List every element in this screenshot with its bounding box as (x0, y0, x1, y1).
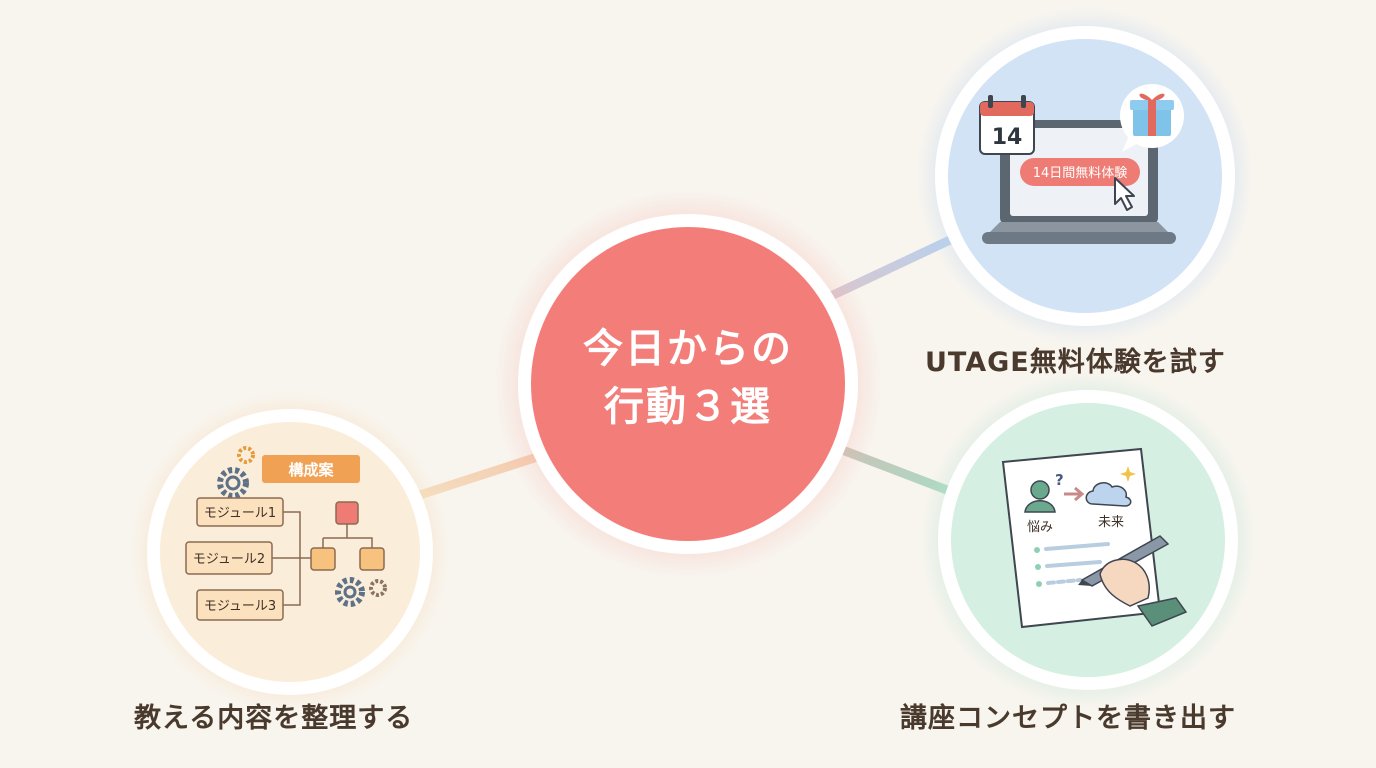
cursor-icon (1114, 177, 1135, 211)
node-write-concept: ? 悩み 未来 (938, 390, 1238, 690)
module-3-label: モジュール3 (204, 599, 276, 614)
gear-icon (217, 446, 255, 499)
module-1-label: モジュール1 (204, 506, 276, 521)
calendar-day: 14 (992, 125, 1023, 150)
calendar-icon (979, 95, 1035, 155)
trial-button (1020, 158, 1140, 186)
future-label: 未来 (1098, 515, 1124, 530)
center-title-line-1: 今日からの (583, 326, 793, 372)
gear-icon-small (335, 577, 387, 607)
plan-tag-label: 構成案 (288, 461, 334, 479)
person-icon (1024, 480, 1056, 513)
caption-utage-trial: UTAGE無料体験を試す (925, 347, 1226, 378)
sparkle-icon (1120, 466, 1136, 482)
node-organize-content: 構成案 モジュール1 モジュール2 モジュール3 (147, 409, 433, 695)
flowchart-icon (185, 497, 385, 621)
worry-label: 悩み (1027, 520, 1053, 535)
center-node (518, 214, 858, 554)
text-lines (1034, 542, 1110, 587)
plan-tag (262, 455, 360, 483)
pen-hand-icon (1078, 535, 1188, 627)
module-2-label: モジュール2 (193, 552, 265, 567)
center-title: 今日からの 行動３選 (538, 320, 838, 436)
gift-icon (1120, 84, 1184, 152)
caption-write-concept: 講座コンセプトを書き出す (900, 703, 1236, 734)
node-utage-trial: 14日間無料体験 14 (935, 26, 1235, 326)
question-mark: ? (1055, 471, 1064, 489)
cloud-icon (1085, 482, 1132, 507)
caption-organize-content: 教える内容を整理する (134, 703, 414, 734)
trial-button-label: 14日間無料体験 (1033, 166, 1128, 181)
center-title-line-2: 行動３選 (604, 384, 772, 430)
